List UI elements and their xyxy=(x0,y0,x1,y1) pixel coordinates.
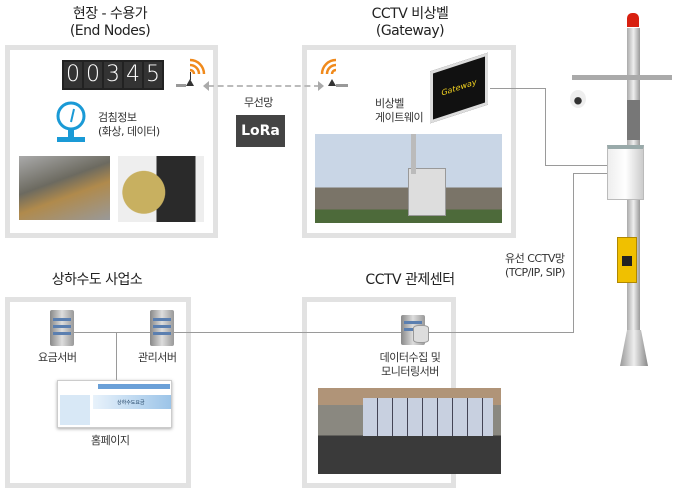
gateway-title: CCTV 비상벨(Gateway) xyxy=(330,6,490,40)
meter-info-label: 검침정보(화상, 데이터) xyxy=(98,111,160,139)
connector-line xyxy=(62,332,574,333)
digit: 3 xyxy=(104,62,122,88)
bell-button xyxy=(622,256,632,266)
arrow-left-icon xyxy=(203,81,209,91)
wireless-label: 무선망 xyxy=(244,96,273,109)
gateway-to-pole-line xyxy=(490,88,545,89)
pole-base xyxy=(620,330,648,366)
digit: 0 xyxy=(64,62,82,88)
management-server-label: 관리서버 xyxy=(138,351,177,364)
cabinet xyxy=(408,168,446,216)
label-line: 모니터링서버 xyxy=(381,365,439,378)
subtitle-text: (Gateway) xyxy=(375,23,445,39)
billing-server-label: 요금서버 xyxy=(38,351,77,364)
antenna-signal-icon xyxy=(320,58,348,87)
wireless-link-line xyxy=(208,85,320,87)
label-line: 데이터수집 및 xyxy=(379,351,441,364)
warning-light-icon xyxy=(627,13,639,27)
video-wall xyxy=(363,398,493,436)
cctv-pole-photo xyxy=(315,134,502,223)
label-line: (TCP/IP, SIP) xyxy=(505,266,565,279)
wired-network-label: 유선 CCTV망(TCP/IP, SIP) xyxy=(505,252,565,280)
gauge-icon xyxy=(56,101,86,142)
label-line: 유선 CCTV망 xyxy=(505,252,565,265)
control-room-photo xyxy=(318,388,501,474)
homepage-label: 홈페이지 xyxy=(91,434,130,447)
sidebar xyxy=(60,395,90,425)
billing-server-icon xyxy=(50,310,74,346)
digit: 5 xyxy=(144,62,162,88)
subtitle-text: (End Nodes) xyxy=(69,23,151,39)
pole xyxy=(411,134,416,174)
pole-panel xyxy=(627,100,640,140)
dome-camera-icon xyxy=(570,90,586,108)
digit: 4 xyxy=(124,62,142,88)
antenna-signal-icon xyxy=(176,58,206,87)
connector-line xyxy=(545,88,546,165)
management-server-icon xyxy=(150,310,174,346)
arrow-right-icon xyxy=(318,81,324,91)
meter-info-text: 검침정보 xyxy=(98,111,137,124)
label-line: 게이트웨이 xyxy=(375,111,424,124)
title-text: 현장 - 수용가 xyxy=(72,6,148,22)
wired-network-line xyxy=(573,173,607,174)
connector-line xyxy=(573,173,574,333)
water-meter-photo-1 xyxy=(19,156,110,220)
emergency-bell-box xyxy=(617,237,637,283)
meter-counter: 0 0 3 4 5 xyxy=(62,60,164,90)
meter-info-sub-text: (화상, 데이터) xyxy=(98,125,160,138)
database-icon xyxy=(413,325,429,343)
pole-cabinet xyxy=(607,145,644,200)
lora-logo: LoRa xyxy=(236,115,285,147)
water-meter-photo-2 xyxy=(118,156,204,222)
homepage-screenshot: 상하수도요금 xyxy=(57,380,172,428)
connector-line xyxy=(116,332,117,382)
db-server-icon xyxy=(401,315,429,345)
end-nodes-title: 현장 - 수용가(End Nodes) xyxy=(30,6,190,40)
banner: 상하수도요금 xyxy=(93,395,171,409)
control-center-title: CCTV 관제센터 xyxy=(365,272,455,288)
pole-crossarm xyxy=(572,75,672,80)
digit: 0 xyxy=(84,62,102,88)
waterworks-title: 상하수도 사업소 xyxy=(51,272,143,288)
label-line: 비상벨 xyxy=(375,97,404,110)
title-text: CCTV 비상벨 xyxy=(371,6,449,22)
nav-bar xyxy=(98,384,170,389)
connector-line xyxy=(545,165,607,166)
